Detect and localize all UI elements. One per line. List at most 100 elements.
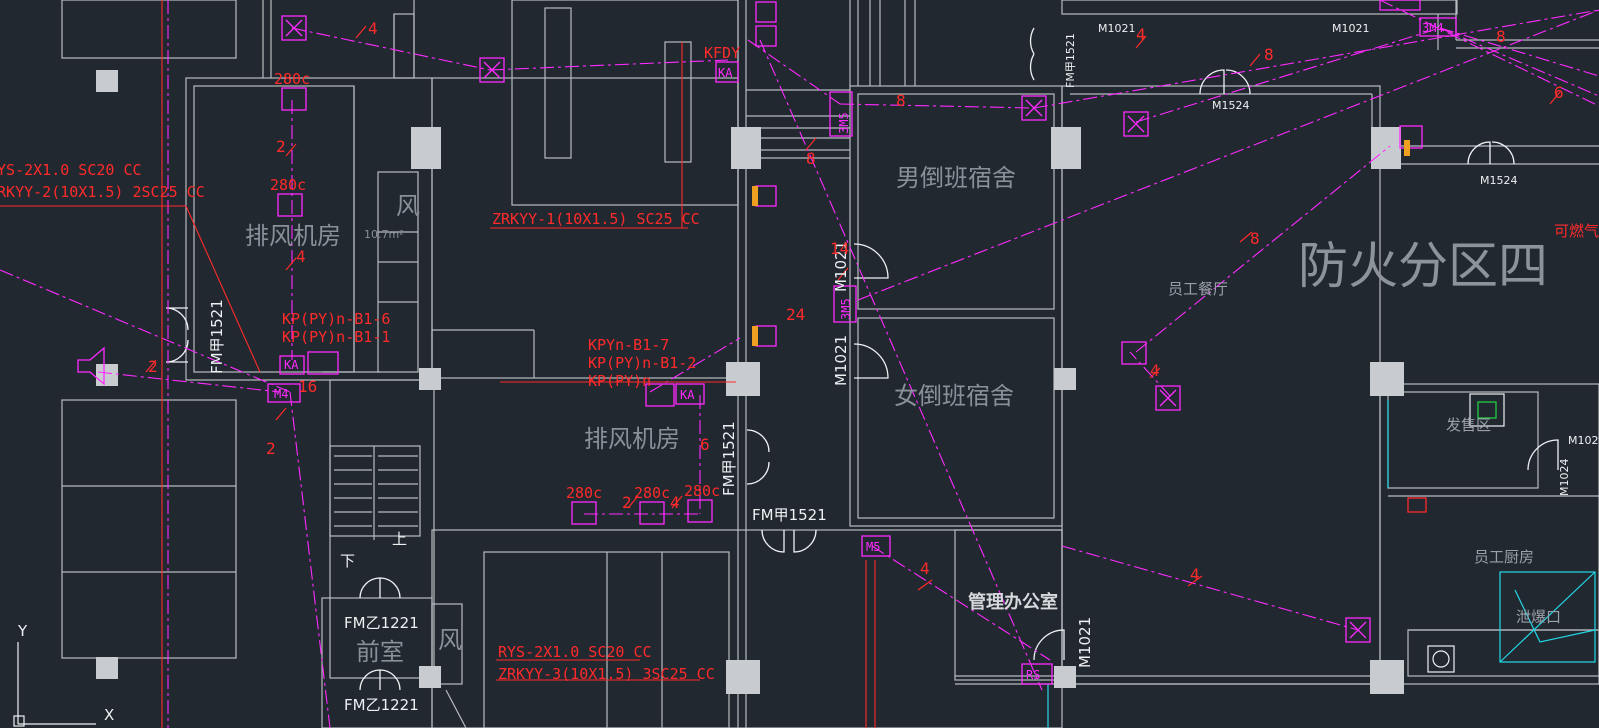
stair-label-down: 下 (340, 552, 355, 570)
detector-box (1345, 617, 1371, 643)
temp-detector (1121, 341, 1147, 365)
module-box (1399, 125, 1423, 149)
device-tag-3m4: 3M4 (1422, 21, 1444, 35)
device-tag-temp: 280c (684, 482, 720, 500)
gas-sensor (1407, 497, 1427, 513)
device-tag-3m5: 3M5 (837, 112, 851, 134)
wire-count: 2 (266, 439, 276, 458)
cyan-lines (1047, 400, 1596, 728)
fire-dampers (752, 140, 1410, 346)
temp-detector (281, 87, 307, 111)
room-label-exhaust-left: 排风机房 (245, 222, 341, 250)
module-box (755, 25, 777, 47)
area-label: 10.7m² (364, 228, 404, 241)
structural-columns (96, 70, 1404, 694)
equipment (1427, 393, 1505, 673)
ka-module (279, 355, 305, 375)
shaft-label-wind-2: 风 (438, 626, 462, 654)
cable-spec: ZRKYY-1(10X1.5) SC25 CC (492, 210, 700, 228)
wire-count: 8 (1496, 27, 1506, 46)
stair-label-up: 上 (392, 530, 407, 548)
axis-label-x: X (104, 706, 114, 724)
wire-count: 4 (670, 493, 680, 512)
cable-lines (0, 0, 876, 728)
temp-detector (639, 501, 665, 525)
detector-box (1123, 111, 1149, 137)
kfdy-box (715, 61, 739, 83)
cable-spec: ZRKYY-3(10X1.5) 3SC25 CC (498, 665, 715, 683)
module-box (1379, 0, 1421, 11)
room-label-exhaust-center: 排风机房 (584, 425, 680, 453)
wire-count: 16 (298, 377, 317, 396)
room-label-dining: 员工餐厅 (1168, 280, 1228, 298)
device-tag-m5: M5 (866, 540, 880, 554)
device-tag-kfdy: KFDY (704, 44, 740, 62)
wire-count: 6 (1554, 83, 1564, 102)
axis-indicator (13, 642, 96, 727)
fire-zone-title: 防火分区四 (1298, 237, 1548, 295)
device-tag-kp: KPYn-B1-7 (588, 336, 669, 354)
module-box (755, 325, 777, 347)
cable-spec: RYS-2X1.0 SC20 CC (0, 161, 142, 179)
tick-marks (145, 25, 1561, 591)
temp-detector (687, 499, 713, 523)
shaft-label-wind-1: 风 (396, 192, 420, 220)
room-label-anteroom: 前室 (356, 638, 404, 666)
cable-spec: ZRKYY-2(10X1.5) 2SC25 CC (0, 183, 205, 201)
device-tag-kp: KP(PY)n-B1-2 (588, 354, 696, 372)
door-label-fm1521: FM甲1521 (752, 506, 827, 524)
detector-box (1021, 95, 1047, 121)
room-label-vent: 泄爆口 (1516, 608, 1561, 626)
device-tag-3m5: 3M5 (839, 298, 853, 320)
device-tag-m4: M4 (274, 387, 288, 401)
module-box (755, 185, 777, 207)
wire-count: 2 (148, 357, 158, 376)
door-label-m1021: M1021 (1332, 22, 1370, 35)
wire-count: 4 (368, 19, 378, 38)
door-label-fm1521: FM甲1521 (720, 421, 738, 496)
device-tag-kp: KP(PY)n-B1-6 (282, 310, 390, 328)
wire-count: 6 (700, 435, 710, 454)
wire-count: 4 (1190, 565, 1200, 584)
alarm-module (645, 383, 675, 407)
wire-count: 2 (276, 137, 286, 156)
door-label-m1024: M1024 (1568, 434, 1599, 447)
door-label-m1524: M1524 (1480, 174, 1518, 187)
wire-count: 8 (896, 91, 906, 110)
speaker-device (77, 346, 105, 386)
wire-count: 8 (806, 149, 816, 168)
room-label-kitchen: 员工厨房 (1474, 548, 1534, 566)
door-label-m1021: M1021 (832, 241, 850, 292)
temp-detector (277, 193, 303, 217)
device-tag-ka: KA (284, 358, 299, 372)
wire-count: 14 (830, 239, 849, 258)
door-label-fm1221: FM乙1221 (344, 696, 419, 714)
device-tag-temp: 280c (566, 484, 602, 502)
m4-module (267, 383, 301, 403)
gas-warning-label: 可燃气 (1554, 222, 1599, 240)
device-tag-temp: 280c (270, 176, 306, 194)
room-label-office: 管理办公室 (968, 591, 1058, 613)
wire-count: 24 (786, 305, 805, 324)
m5-module (861, 535, 891, 557)
tm5-box (833, 285, 857, 323)
temp-detector (571, 501, 597, 525)
device-tag-temp: 280c (274, 70, 310, 88)
wire-count: 2 (622, 493, 632, 512)
wire-count: 4 (296, 247, 306, 266)
detector-box (1155, 385, 1181, 411)
door-label-m1024: M1024 (1558, 459, 1571, 497)
wire-count: 4 (920, 559, 930, 578)
room-label-male-dorm: 男倒班宿舍 (896, 164, 1016, 192)
tm4-box (1419, 17, 1457, 37)
cable-spec: RYS-2X1.0 SC20 CC (498, 643, 652, 661)
axis-label-y: Y (17, 622, 28, 640)
door-swings (165, 27, 1559, 691)
alarm-module (307, 351, 339, 375)
devices[interactable] (77, 0, 1457, 685)
device-tag-temp: 280c (634, 484, 670, 502)
device-tag-kp: KP(PY)n (588, 372, 651, 390)
tm5-box (829, 91, 853, 137)
